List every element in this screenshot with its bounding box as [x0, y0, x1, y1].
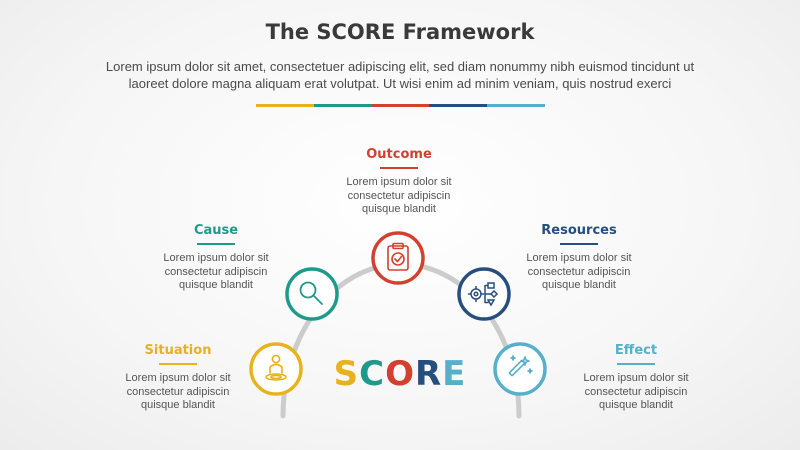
outcome-desc-line-2: consectetur adipiscin — [347, 189, 451, 202]
resources-label-block: Resources Lorem ipsum dolor sit consecte… — [494, 223, 664, 293]
resources-desc-line-3: quisque blandit — [541, 279, 616, 291]
effect-desc-line-2: consectetur adipiscin — [584, 385, 688, 398]
effect-underline — [617, 363, 655, 365]
magic-wand-icon — [508, 355, 533, 377]
situation-label-block: Situation Lorem ipsum dolor sit consecte… — [93, 343, 263, 413]
divider-segment-situation — [256, 104, 314, 107]
cause-node — [285, 267, 339, 321]
gear-flowchart-icon — [467, 282, 499, 307]
resources-node — [457, 267, 511, 321]
outcome-desc-line-3: quisque blandit — [361, 203, 436, 215]
cause-underline — [197, 243, 235, 245]
cause-label-block: Cause Lorem ipsum dolor sit consectetur … — [131, 223, 301, 293]
effect-node — [493, 342, 547, 396]
outcome-description: Lorem ipsum dolor sit consectetur adipis… — [314, 176, 484, 217]
outcome-node — [371, 231, 425, 285]
effect-desc-line-3: quisque blandit — [598, 399, 673, 411]
situation-desc-line-2: consectetur adipiscin — [126, 385, 230, 398]
divider-segment-effect — [487, 104, 545, 107]
cause-title: Cause — [193, 223, 239, 238]
cause-desc-line-1: Lorem ipsum dolor sit — [163, 252, 269, 264]
resources-description: Lorem ipsum dolor sit consectetur adipis… — [494, 252, 664, 293]
page-title: The SCORE Framework — [265, 20, 535, 44]
page-subtitle: Lorem ipsum dolor sit amet, consectetuer… — [40, 58, 760, 92]
resources-title: Resources — [541, 223, 617, 238]
situation-desc-line-1: Lorem ipsum dolor sit — [125, 372, 231, 384]
situation-description: Lorem ipsum dolor sit consectetur adipis… — [93, 372, 263, 413]
effect-title: Effect — [614, 343, 658, 358]
color-divider-bar — [256, 104, 545, 107]
clipboard-check-icon — [387, 242, 409, 271]
subtitle-line-1: Lorem ipsum dolor sit amet, consectetuer… — [105, 59, 695, 74]
resources-underline — [560, 243, 598, 245]
divider-segment-resources — [429, 104, 488, 107]
acronym-letter-r: R — [414, 354, 443, 394]
outcome-title: Outcome — [366, 147, 432, 162]
effect-description: Lorem ipsum dolor sit consectetur adipis… — [551, 372, 721, 413]
acronym-letter-e: E — [442, 354, 467, 394]
outcome-underline — [380, 167, 418, 169]
cause-desc-line-3: quisque blandit — [178, 279, 253, 291]
magnifier-icon — [299, 281, 323, 305]
subtitle-line-2: laoreet dolore magna aliquam erat volutp… — [128, 76, 672, 91]
effect-desc-line-1: Lorem ipsum dolor sit — [583, 372, 689, 384]
resources-desc-line-1: Lorem ipsum dolor sit — [526, 252, 632, 264]
situation-underline — [159, 363, 197, 365]
cause-desc-line-2: consectetur adipiscin — [164, 265, 268, 278]
person-target-icon — [265, 354, 287, 381]
acronym-letter-s: S — [333, 354, 360, 394]
divider-segment-outcome — [371, 104, 430, 107]
effect-label-block: Effect Lorem ipsum dolor sit consectetur… — [551, 343, 721, 413]
resources-desc-line-2: consectetur adipiscin — [527, 265, 631, 278]
acronym-letter-c: C — [359, 354, 386, 394]
outcome-label-block: Outcome Lorem ipsum dolor sit consectetu… — [314, 147, 484, 217]
center-acronym: SCORE — [330, 354, 470, 394]
situation-desc-line-3: quisque blandit — [140, 399, 215, 411]
situation-title: Situation — [144, 343, 212, 358]
outcome-desc-line-1: Lorem ipsum dolor sit — [346, 176, 452, 188]
cause-description: Lorem ipsum dolor sit consectetur adipis… — [131, 252, 301, 293]
situation-node — [249, 342, 303, 396]
divider-segment-cause — [313, 104, 372, 107]
acronym-letter-o: O — [385, 354, 415, 394]
